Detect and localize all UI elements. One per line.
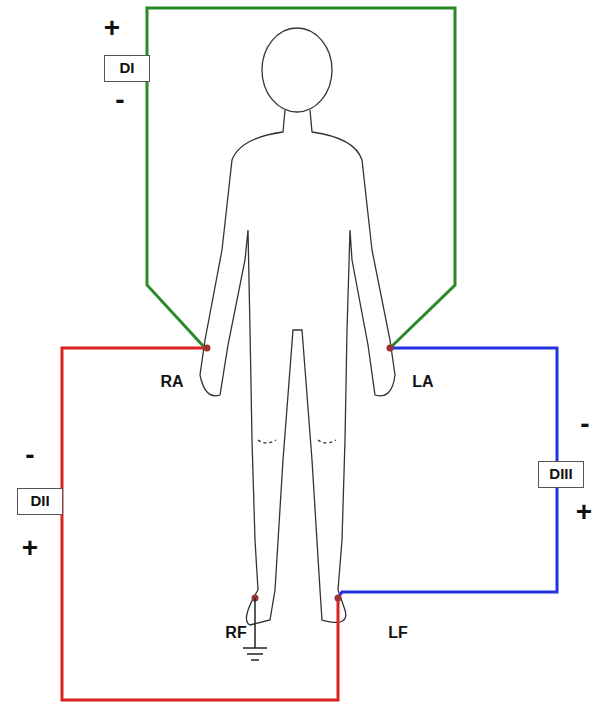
lead-box: DII: [17, 488, 63, 515]
lead-name: DIII: [549, 466, 572, 483]
lead-i-wire: [147, 8, 455, 348]
lead-ii-wire: [62, 348, 338, 700]
lead-iii-wire: [338, 348, 557, 598]
lead-name: DI: [120, 60, 135, 77]
polarity-sign: +: [22, 534, 38, 562]
electrode-name: RF: [225, 625, 246, 641]
polarity-sign: +: [576, 498, 592, 526]
lead-box: DI: [104, 55, 150, 82]
lead-box: DIII: [538, 461, 584, 488]
polarity-sign: -: [115, 86, 124, 114]
electrode-name: LA: [412, 374, 433, 390]
lead-name: DII: [30, 493, 49, 510]
polarity-sign: -: [25, 441, 34, 469]
electrode-dots: [204, 345, 394, 602]
polarity-sign: +: [104, 14, 120, 42]
polarity-sign: -: [580, 410, 589, 438]
electrode-name: LF: [388, 625, 408, 641]
electrode-name: RA: [160, 374, 183, 390]
human-figure: [200, 28, 395, 625]
